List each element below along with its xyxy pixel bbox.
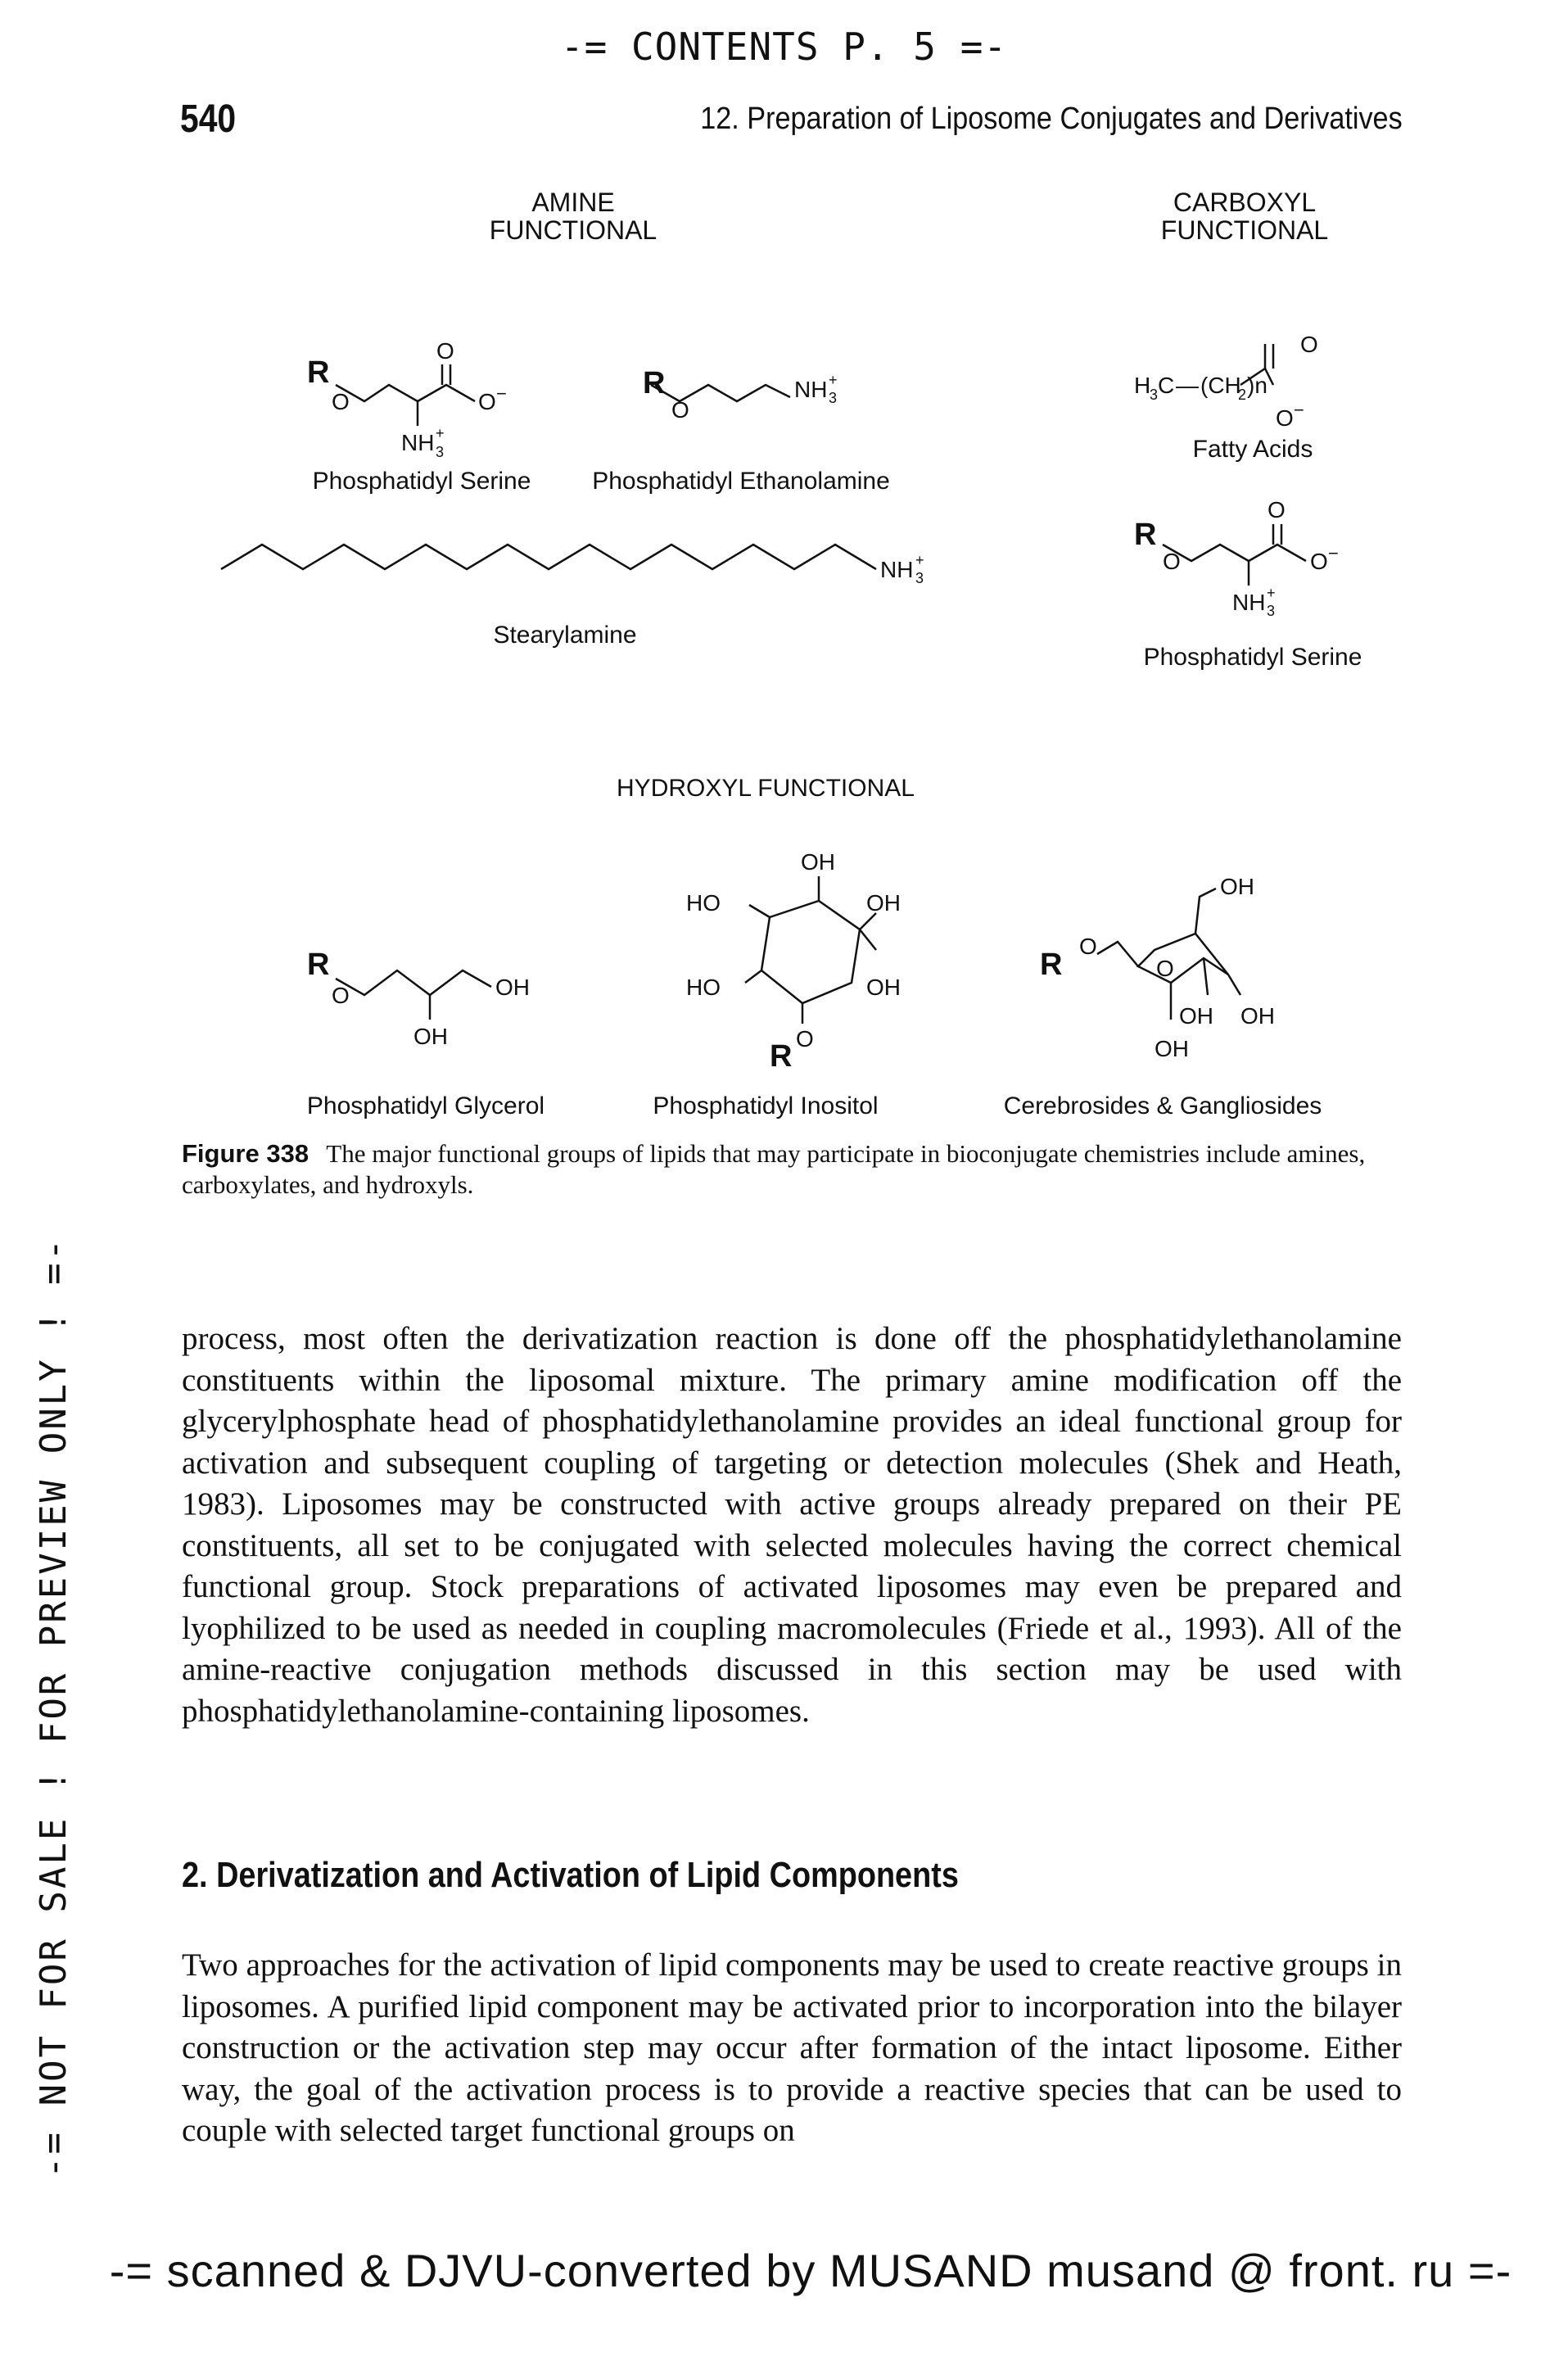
stearylamine-chain <box>220 543 877 571</box>
pe-three: 3 <box>829 390 837 406</box>
ps-carboxyl-r: R <box>1134 518 1156 552</box>
amine-header-line2: FUNCTIONAL <box>490 215 657 245</box>
ps-amine-nh: NH <box>401 430 434 455</box>
carboxyl-header-line2: FUNCTIONAL <box>1161 215 1328 245</box>
fatty-acid-n: )n <box>1247 373 1268 398</box>
ps-carboxyl-carbonyl <box>1272 524 1283 545</box>
fatty-acid-ch: (CH <box>1200 373 1241 398</box>
fatty-acid-three: 3 <box>1150 387 1158 403</box>
pe-r: R <box>643 366 665 400</box>
cerebroside-bottom-oh: OH <box>1155 1036 1189 1061</box>
figure-caption-label: Figure 338 <box>182 1139 310 1168</box>
label-fatty-acids: Fatty Acids <box>1193 436 1313 463</box>
cerebroside-mid-oh: OH <box>1179 1003 1213 1029</box>
pg-terminal-oh: OH <box>495 975 530 1000</box>
cerebroside-right-oh: OH <box>1240 1003 1275 1029</box>
fatty-acid-c: C <box>1158 373 1174 398</box>
ps-amine-three: 3 <box>436 444 444 460</box>
pg-secondary-oh: OH <box>413 1024 448 1049</box>
pg-ester-o: O <box>332 983 350 1008</box>
cerebroside-r: R <box>1040 948 1062 982</box>
pi-r: R <box>770 1039 792 1074</box>
cerebroside-glycosidic-o: O <box>1079 934 1097 959</box>
pe-ester-o: O <box>671 397 689 423</box>
top-watermark-banner: -= CONTENTS P. 5 =- <box>560 25 1008 69</box>
pe-nh: NH <box>794 377 827 402</box>
pi-lower-right-oh: OH <box>866 975 901 1000</box>
fatty-acid-carbonyl <box>1263 344 1275 369</box>
ps-amine-carbonyl <box>441 364 452 385</box>
ps-amine-plus: + <box>436 425 445 441</box>
ps-carboxyl-o-minus: O <box>1310 549 1328 574</box>
figure-caption: Figure 338 The major functional groups o… <box>182 1138 1402 1201</box>
stearylamine-plus: + <box>915 552 924 568</box>
ps-amine-skeleton <box>335 383 476 403</box>
ps-carboxyl-minus: − <box>1328 543 1339 563</box>
pi-upper-left-ho: HO <box>686 890 721 916</box>
label-ps-carboxyl: Phosphatidyl Serine <box>1144 644 1362 671</box>
pg-skeleton <box>335 969 492 997</box>
figure-338: AMINE FUNCTIONAL CARBOXYL FUNCTIONAL HYD… <box>220 188 1362 1119</box>
bottom-watermark-banner: -= scanned & DJVU-converted by MUSAND mu… <box>109 2245 1512 2296</box>
label-stearylamine: Stearylamine <box>493 622 636 649</box>
pi-upper-right-oh: OH <box>866 890 901 916</box>
body-paragraph-2: Two approaches for the activation of lip… <box>182 1947 1402 2148</box>
label-cerebrosides: Cerebrosides & Gangliosides <box>1004 1092 1322 1119</box>
cerebroside-ring-o: O <box>1156 956 1174 981</box>
stearylamine-three: 3 <box>915 570 924 586</box>
fatty-acid-h: H <box>1134 373 1150 398</box>
side-watermark: -= NOT FOR SALE ! FOR PREVIEW ONLY ! =- <box>33 1236 75 2178</box>
ps-carboxyl-nh: NH <box>1232 590 1265 615</box>
label-pi: Phosphatidyl Inositol <box>653 1092 878 1119</box>
ps-amine-minus: − <box>496 383 507 404</box>
fatty-acid-o-minus: O <box>1276 405 1294 431</box>
lipid-structures-diagram: AMINE FUNCTIONAL CARBOXYL FUNCTIONAL HYD… <box>220 188 1362 1119</box>
ps-amine-r: R <box>307 355 329 390</box>
hydroxyl-header: HYDROXYL FUNCTIONAL <box>617 775 915 802</box>
figure-caption-text: The major functional groups of lipids th… <box>182 1139 1366 1199</box>
body-paragraph-1: process, most often the derivatization r… <box>182 1321 1402 1729</box>
ps-carboxyl-skeleton <box>1162 543 1307 563</box>
fatty-acid-two: 2 <box>1238 387 1246 403</box>
cerebroside-substituent-bonds <box>1096 887 1242 1020</box>
pe-plus: + <box>829 372 838 388</box>
ps-carboxyl-plus: + <box>1267 585 1276 601</box>
cerebroside-top-oh: OH <box>1220 874 1254 899</box>
pi-lower-left-ho: HO <box>686 975 721 1000</box>
cerebroside-ring <box>1136 932 1229 984</box>
carboxyl-header-line1: CARBOXYL <box>1173 188 1316 217</box>
running-title: 12. Preparation of Liposome Conjugates a… <box>700 102 1403 136</box>
ps-carboxyl-carbonyl-o: O <box>1268 497 1286 522</box>
pg-r: R <box>307 948 329 982</box>
section-heading: 2. Derivatization and Activation of Lipi… <box>182 1855 959 1895</box>
stearylamine-nh: NH <box>880 557 913 582</box>
pi-ring <box>760 899 861 1005</box>
fatty-acid-minus: − <box>1294 400 1304 420</box>
label-ps-amine: Phosphatidyl Serine <box>313 468 531 495</box>
pi-substituent-bonds <box>744 876 877 1024</box>
label-pe: Phosphatidyl Ethanolamine <box>592 468 890 495</box>
ps-amine-ester-o: O <box>332 389 350 414</box>
ps-carboxyl-ester-o: O <box>1163 549 1181 574</box>
ps-carboxyl-three: 3 <box>1267 603 1275 619</box>
ps-amine-o-minus: O <box>478 389 496 414</box>
fatty-acid-carbonyl-o: O <box>1300 332 1318 357</box>
label-pg: Phosphatidyl Glycerol <box>307 1092 545 1119</box>
amine-header-line1: AMINE <box>531 188 614 217</box>
pi-top-oh: OH <box>801 849 835 875</box>
ps-amine-carbonyl-o: O <box>436 338 454 364</box>
pe-skeleton <box>650 383 791 403</box>
pi-ester-o: O <box>796 1026 814 1052</box>
page-number: 540 <box>180 97 237 141</box>
fatty-acid-dash: — <box>1176 373 1199 398</box>
